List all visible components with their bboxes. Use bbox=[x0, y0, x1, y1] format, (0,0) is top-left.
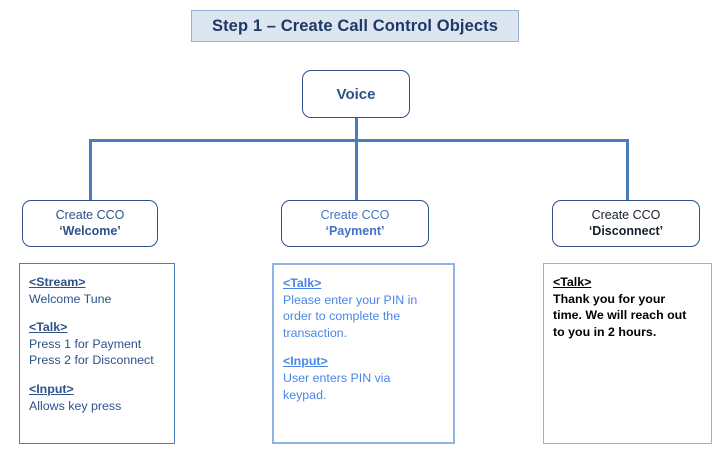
detail-group: <Talk> Please enter your PIN in order to… bbox=[283, 275, 444, 341]
detail-line: Thank you for your bbox=[553, 291, 666, 306]
detail-tag: <Talk> bbox=[29, 320, 68, 335]
detail-line: Press 2 for Disconnect bbox=[29, 353, 154, 368]
node-voice-label: Voice bbox=[336, 85, 376, 103]
detail-group: <Talk> Thank you for your time. We will … bbox=[553, 274, 702, 340]
detail-tag: <Stream> bbox=[29, 275, 86, 289]
detail-spacer bbox=[29, 307, 165, 319]
detail-line: Welcome Tune bbox=[29, 291, 112, 306]
connector-horizontal-bus bbox=[89, 139, 629, 142]
node-disconnect-kind: Create CCO bbox=[591, 208, 661, 223]
node-create-cco-welcome[interactable]: Create CCO ‘Welcome’ bbox=[22, 200, 158, 247]
detail-line: Allows key press bbox=[29, 398, 122, 413]
detail-panel-welcome: <Stream> Welcome Tune <Talk> Press 1 for… bbox=[19, 263, 175, 444]
detail-spacer bbox=[283, 341, 444, 353]
node-payment-kind: Create CCO bbox=[320, 208, 390, 223]
detail-line: to you in 2 hours. bbox=[553, 324, 657, 339]
detail-line: Press 1 for Payment bbox=[29, 336, 142, 351]
detail-tag: <Input> bbox=[29, 382, 74, 397]
detail-group: <Talk> Press 1 for Payment Press 2 for D… bbox=[29, 319, 165, 369]
node-payment-name: ‘Payment’ bbox=[325, 223, 385, 238]
detail-tag: <Talk> bbox=[283, 276, 322, 290]
detail-line: keypad. bbox=[283, 387, 327, 402]
diagram-title-banner: Step 1 – Create Call Control Objects bbox=[191, 10, 519, 42]
detail-panel-payment: <Talk> Please enter your PIN in order to… bbox=[272, 263, 455, 444]
detail-line: transaction. bbox=[283, 325, 348, 340]
node-create-cco-payment[interactable]: Create CCO ‘Payment’ bbox=[281, 200, 429, 247]
detail-line: time. We will reach out bbox=[553, 308, 687, 323]
detail-group: <Input> User enters PIN via keypad. bbox=[283, 353, 444, 403]
connector-root-stem bbox=[355, 118, 358, 142]
node-disconnect-name: ‘Disconnect’ bbox=[588, 223, 664, 238]
node-welcome-kind: Create CCO bbox=[55, 208, 125, 223]
detail-panel-disconnect: <Talk> Thank you for your time. We will … bbox=[543, 263, 712, 444]
detail-line: order to complete the bbox=[283, 309, 401, 324]
detail-spacer bbox=[29, 369, 165, 381]
detail-tag: <Input> bbox=[283, 354, 328, 369]
node-create-cco-disconnect[interactable]: Create CCO ‘Disconnect’ bbox=[552, 200, 700, 247]
page-title: Step 1 – Create Call Control Objects bbox=[211, 16, 498, 35]
detail-group: <Stream> Welcome Tune bbox=[29, 274, 165, 307]
connector-drop-welcome bbox=[89, 139, 92, 201]
detail-line: User enters PIN via bbox=[283, 371, 391, 386]
node-voice[interactable]: Voice bbox=[302, 70, 410, 118]
detail-tag: <Talk> bbox=[553, 275, 592, 289]
connector-drop-payment bbox=[355, 139, 358, 201]
detail-group: <Input> Allows key press bbox=[29, 381, 165, 414]
node-welcome-name: ‘Welcome’ bbox=[59, 223, 121, 238]
connector-drop-disconnect bbox=[626, 139, 629, 201]
detail-line: Please enter your PIN in bbox=[283, 292, 418, 307]
